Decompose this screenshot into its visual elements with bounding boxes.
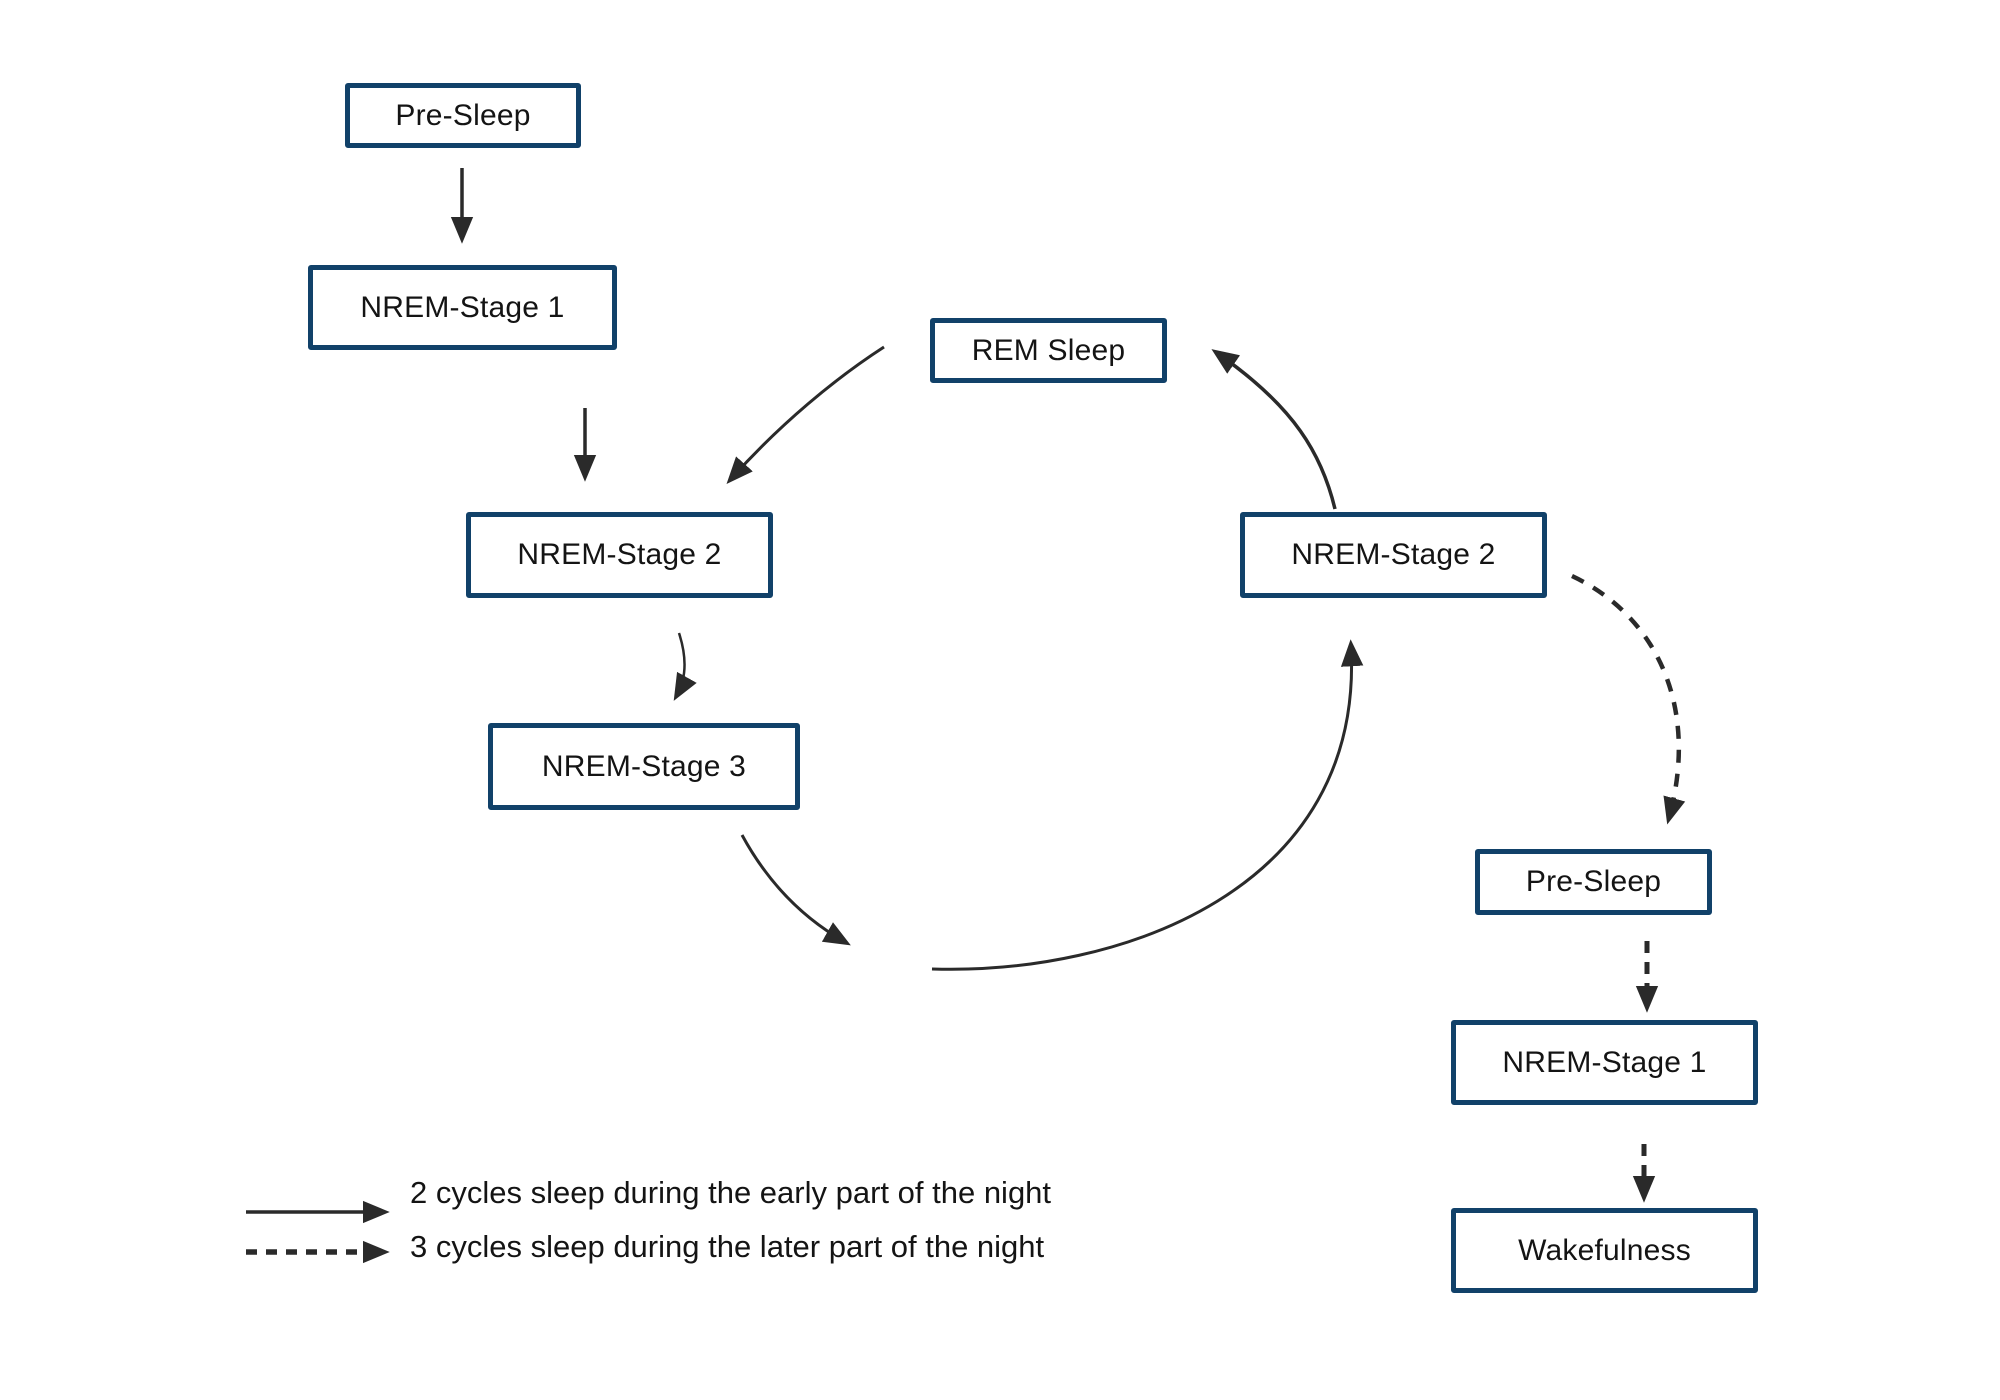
legend-label-later-cycles: 3 cycles sleep during the later part of …: [410, 1229, 1045, 1264]
arrow-nrem2-late-to-presleep-late: [1571, 573, 1686, 825]
node-nrem-stage-2-early: NREM-Stage 2: [466, 512, 773, 598]
node-wakefulness: Wakefulness: [1451, 1208, 1758, 1293]
arrow-cycle-bottom-to-nrem2-late: [931, 639, 1364, 971]
node-pre-sleep-late: Pre-Sleep: [1475, 849, 1712, 915]
node-pre-sleep-early: Pre-Sleep: [345, 83, 581, 148]
arrow-nrem3-to-cycle-bottom: [740, 834, 851, 946]
node-rem-sleep: REM Sleep: [930, 318, 1167, 383]
node-nrem-stage-2-late: NREM-Stage 2: [1240, 512, 1547, 598]
arrow-nrem2-late-to-rem: [1211, 349, 1337, 510]
arrow-rem-to-nrem2-early: [726, 345, 885, 485]
legend-label-early-cycles: 2 cycles sleep during the early part of …: [410, 1175, 1052, 1210]
arrow-nrem2-early-to-nrem3: [673, 632, 697, 701]
node-nrem-stage-1-late: NREM-Stage 1: [1451, 1020, 1758, 1105]
node-nrem-stage-1-early: NREM-Stage 1: [308, 265, 617, 350]
node-nrem-stage-3: NREM-Stage 3: [488, 723, 800, 810]
